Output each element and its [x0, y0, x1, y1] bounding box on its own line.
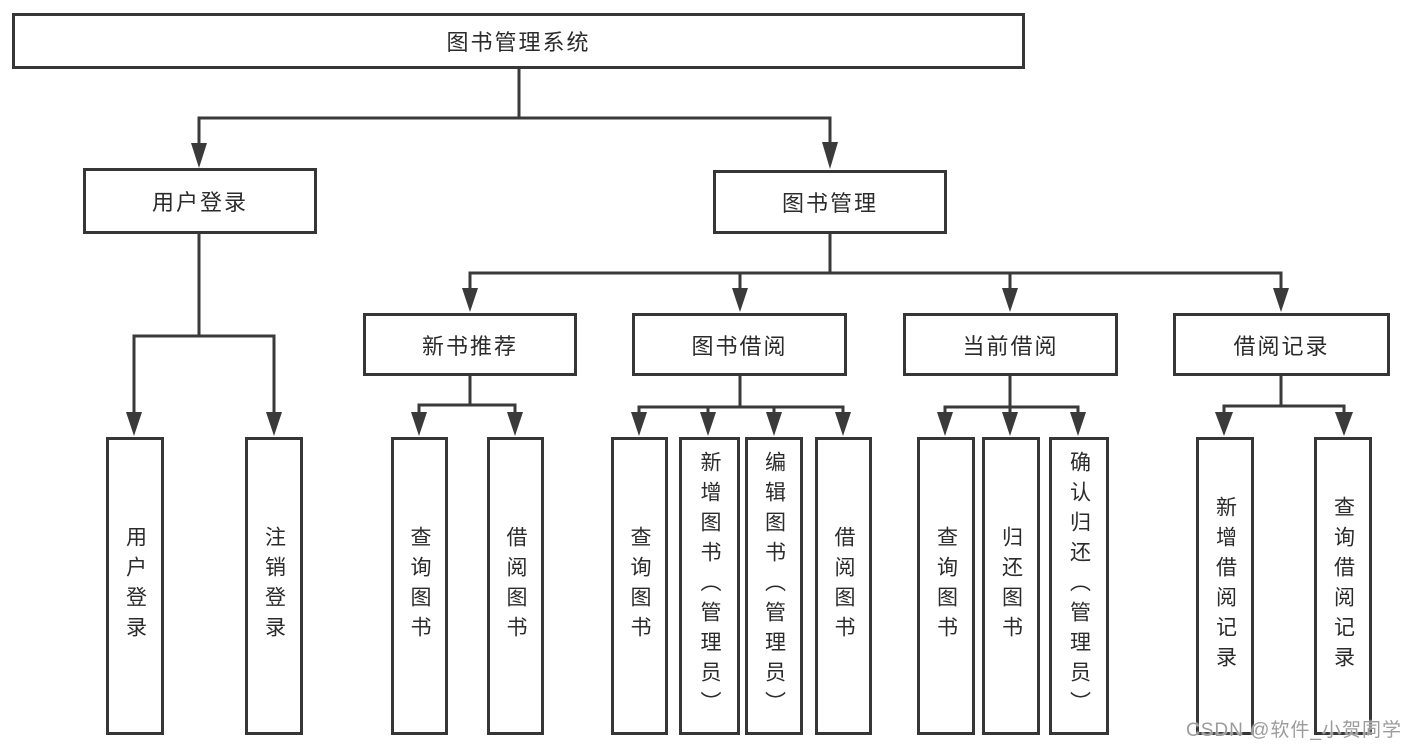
arrowhead-bb-edit-book: [766, 412, 782, 436]
connector-current-borrow-split: [943, 405, 1080, 413]
arrowhead-cb-query-book: [937, 412, 953, 436]
arrowhead-ul-user-login: [126, 412, 142, 436]
leaf-bb-query-book-label: 查询图书: [628, 526, 651, 646]
leaf-cb-return-book: 归还图书: [982, 437, 1040, 735]
connector-level3-line: [468, 271, 1283, 289]
leaf-nb-query-book: 查询图书: [391, 437, 448, 735]
connector-new-book-split: [417, 403, 517, 413]
node-new-book-recommend-label: 新书推荐: [421, 333, 518, 359]
arrowhead-book-borrow: [732, 288, 748, 312]
arrowhead-user-login: [191, 143, 207, 168]
arrowhead-bb-borrow-book: [835, 412, 851, 436]
arrowhead-borrow-record: [1273, 288, 1289, 312]
arrowhead-cb-return-book: [1002, 412, 1018, 436]
arrowhead-nb-borrow-book: [507, 412, 523, 436]
leaf-br-add-record-label: 新增借阅记录: [1213, 496, 1237, 676]
arrowhead-bb-add-book: [700, 412, 716, 436]
connector-user-login-split: [132, 334, 276, 413]
leaf-logout-label: 注销登录: [262, 526, 286, 646]
node-root: 图书管理系统: [12, 13, 1025, 69]
arrowhead-book-management: [822, 142, 838, 169]
watermark: CSDN @软件_小贺同学: [1186, 720, 1402, 741]
leaf-user-login: 用户登录: [106, 437, 164, 735]
node-current-borrow-label: 当前借阅: [962, 333, 1059, 359]
node-new-book-recommend: 新书推荐: [363, 313, 577, 376]
leaf-bb-borrow-book: 借阅图书: [815, 437, 872, 735]
leaf-cb-confirm-return-label: 确认归还（管理员）: [1067, 451, 1091, 721]
arrowhead-bb-query-book: [631, 412, 647, 436]
node-book-borrow-label: 图书借阅: [691, 333, 788, 359]
arrowhead-new-book-recommend: [462, 288, 478, 312]
node-book-management-label: 图书管理: [781, 191, 878, 216]
leaf-user-login-label: 用户登录: [123, 526, 147, 646]
leaf-br-query-record: 查询借阅记录: [1314, 437, 1372, 735]
leaf-br-query-record-label: 查询借阅记录: [1331, 496, 1355, 676]
leaf-bb-add-book-label: 新增图书（管理员）: [698, 451, 721, 721]
node-borrow-record: 借阅记录: [1173, 313, 1390, 376]
leaf-cb-confirm-return: 确认归还（管理员）: [1049, 437, 1109, 735]
connector-book-borrow-split: [637, 405, 845, 413]
leaf-cb-query-book-label: 查询图书: [934, 526, 958, 646]
leaf-nb-query-book-label: 查询图书: [408, 526, 431, 646]
leaf-br-add-record: 新增借阅记录: [1196, 437, 1254, 735]
arrowhead-cb-confirm-return: [1070, 412, 1086, 436]
arrowhead-br-query-record: [1335, 412, 1353, 436]
arrowhead-current-borrow: [1002, 288, 1018, 312]
node-book-management: 图书管理: [713, 170, 947, 234]
connector-level2-line: [197, 116, 832, 145]
node-user-login: 用户登录: [83, 168, 317, 234]
node-borrow-record-label: 借阅记录: [1233, 333, 1330, 359]
leaf-nb-borrow-book-label: 借阅图书: [504, 526, 527, 646]
leaf-cb-return-book-label: 归还图书: [999, 526, 1023, 646]
arrowhead-ul-logout: [266, 412, 282, 436]
node-user-login-label: 用户登录: [151, 190, 248, 215]
arrowhead-nb-query-book: [411, 412, 427, 436]
leaf-nb-borrow-book: 借阅图书: [487, 437, 544, 735]
node-root-label: 图书管理系统: [446, 30, 591, 55]
leaf-bb-edit-book: 编辑图书（管理员）: [745, 437, 803, 735]
leaf-cb-query-book: 查询图书: [917, 437, 975, 735]
leaf-bb-add-book: 新增图书（管理员）: [679, 437, 740, 735]
node-current-borrow: 当前借阅: [903, 313, 1118, 376]
arrowhead-br-add-record: [1215, 412, 1233, 436]
node-book-borrow: 图书借阅: [632, 313, 847, 376]
leaf-bb-edit-book-label: 编辑图书（管理员）: [762, 451, 786, 721]
leaf-logout: 注销登录: [245, 437, 303, 735]
leaf-bb-borrow-book-label: 借阅图书: [832, 526, 855, 646]
connector-borrow-record-split: [1222, 404, 1346, 413]
leaf-bb-query-book: 查询图书: [611, 437, 668, 735]
